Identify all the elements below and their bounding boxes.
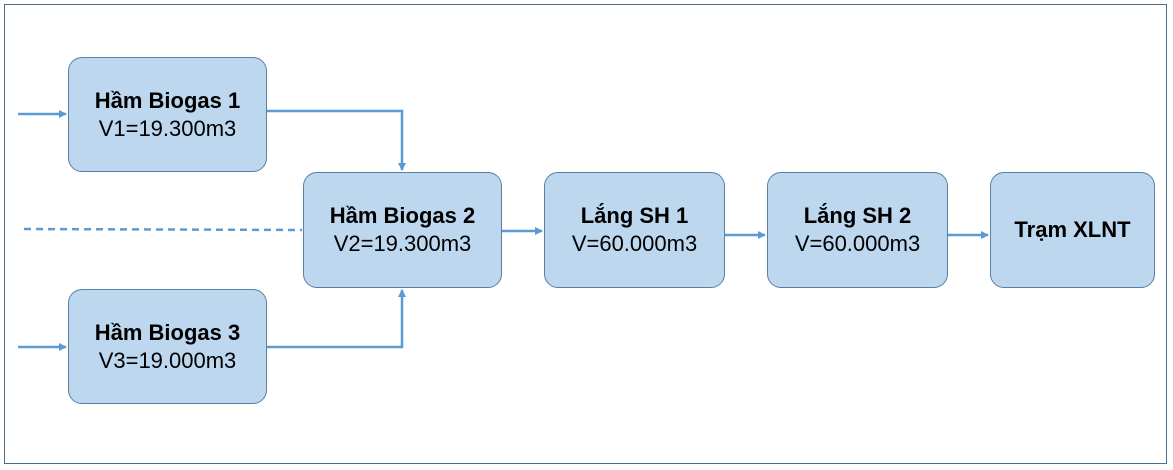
edge-biogas-3-to-biogas-2 — [267, 289, 406, 349]
node-title: Hầm Biogas 2 — [329, 203, 476, 228]
node-volume: V1=19.300m3 — [98, 115, 237, 141]
node-title: Trạm XLNT — [1014, 217, 1131, 242]
node-lang-sh-1: Lắng SH 1 V=60.000m3 — [544, 172, 725, 288]
node-volume: V3=19.000m3 — [98, 347, 237, 373]
node-title: Hầm Biogas 3 — [94, 319, 241, 345]
node-title: Lắng SH 2 — [803, 203, 912, 228]
diagram-frame — [4, 4, 1167, 464]
edge-biogas-1-to-biogas-2 — [267, 109, 406, 171]
node-volume: V=60.000m3 — [571, 231, 698, 256]
node-lang-sh-2: Lắng SH 2 V=60.000m3 — [767, 172, 948, 288]
node-ham-biogas-1: Hầm Biogas 1 V1=19.300m3 — [68, 57, 267, 172]
edge-inlet-to-biogas-2 — [23, 227, 303, 232]
node-ham-biogas-3: Hầm Biogas 3 V3=19.000m3 — [68, 289, 267, 404]
node-tram-xlnt: Trạm XLNT — [990, 172, 1155, 288]
node-ham-biogas-2: Hầm Biogas 2 V2=19.300m3 — [303, 172, 502, 288]
node-title: Lắng SH 1 — [580, 203, 689, 228]
node-volume: V=60.000m3 — [794, 231, 921, 256]
node-title: Hầm Biogas 1 — [94, 87, 241, 113]
node-volume: V2=19.300m3 — [333, 231, 472, 256]
